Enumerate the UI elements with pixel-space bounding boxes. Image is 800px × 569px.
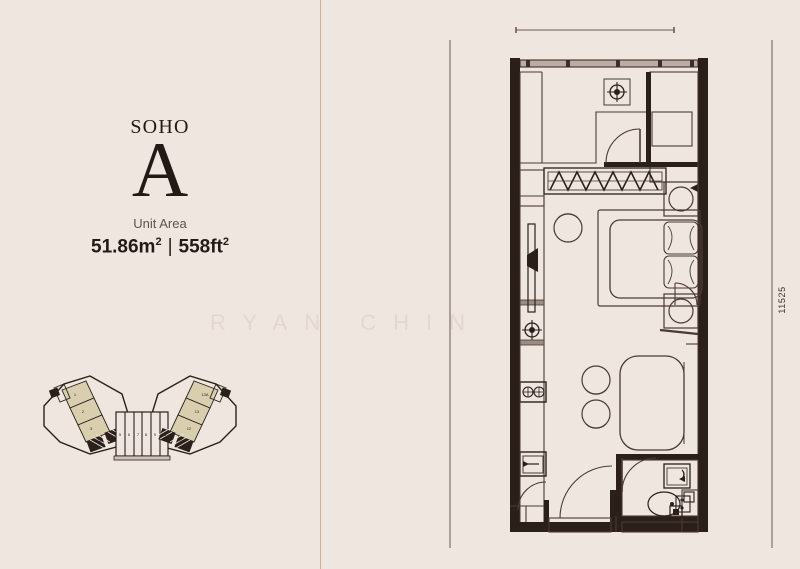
shower-area — [621, 489, 699, 533]
entry-area — [510, 465, 617, 533]
unit-letter: A — [131, 126, 189, 213]
window-band — [519, 59, 699, 68]
info-panel: SOHO A Unit Area 51.86m2|558ft2 — [0, 0, 320, 569]
svg-text:10: 10 — [162, 432, 167, 437]
key-plan-diagram: 1 2 3 3A 5 6 7 8 9 10 13A 13 12 11 — [43, 375, 237, 461]
floor-plan-panel: 4500 11525 11350 — [320, 0, 800, 569]
svg-text:6: 6 — [128, 432, 131, 437]
kitchen-hob — [519, 381, 547, 403]
bathroom-basin — [663, 463, 691, 489]
svg-text:13: 13 — [195, 409, 200, 414]
svg-text:3: 3 — [90, 426, 93, 431]
unit-area-imperial-sup: 2 — [222, 236, 229, 248]
stool-upper — [581, 365, 611, 395]
dimension-lines — [449, 27, 773, 548]
key-plan-right-wing — [156, 380, 232, 453]
balcony-room — [520, 71, 650, 164]
door-swing-bath — [621, 457, 657, 493]
svg-text:8: 8 — [145, 432, 148, 437]
stool-lower — [581, 399, 611, 429]
ceiling-light-mid — [522, 320, 542, 340]
bathroom — [616, 454, 708, 524]
walls — [510, 58, 708, 532]
bed — [597, 209, 703, 307]
washing-machine — [690, 184, 698, 192]
key-plan-center — [113, 411, 171, 461]
key-plan-unit-numbers: 1 2 3 3A 5 6 7 8 9 10 13A 13 12 11 — [74, 392, 209, 443]
svg-text:2: 2 — [82, 409, 85, 414]
unit-area-value: 51.86m2|558ft2 — [0, 236, 320, 258]
unit-area-imperial: 558ft — [178, 236, 223, 258]
dimension-label-left: 11525 — [777, 286, 787, 314]
svg-text:9: 9 — [154, 432, 157, 437]
floor-drain — [669, 505, 683, 519]
unit-area-metric: 51.86m — [91, 236, 156, 258]
bedside-table-bottom — [663, 293, 699, 329]
svg-text:7: 7 — [137, 432, 140, 437]
panel-divider — [320, 0, 321, 569]
unit-inner-outline — [519, 72, 699, 522]
unit-area-caption: Unit Area — [133, 216, 187, 231]
svg-text:11: 11 — [179, 438, 184, 443]
kitchen-sink — [519, 451, 547, 477]
wc — [647, 491, 695, 517]
door-swing-entry — [559, 465, 613, 519]
svg-text:5: 5 — [119, 432, 122, 437]
entry-door-swing — [605, 128, 641, 164]
unit-type-label: SOHO — [130, 116, 190, 138]
floor-plan-drawing — [449, 27, 773, 548]
tv-wall-panel — [527, 223, 538, 313]
unit-area-separator: | — [167, 236, 173, 258]
round-side-table — [553, 213, 583, 243]
svg-text:13A: 13A — [201, 392, 208, 397]
unit-area-metric-sup: 2 — [155, 236, 162, 248]
ceiling-light-top — [603, 78, 631, 106]
sofa — [619, 355, 685, 451]
svg-text:3A: 3A — [97, 438, 102, 443]
svg-text:1: 1 — [74, 392, 77, 397]
svg-text:12: 12 — [187, 426, 192, 431]
accordion-wardrobe — [543, 167, 667, 195]
pillows — [663, 221, 699, 289]
